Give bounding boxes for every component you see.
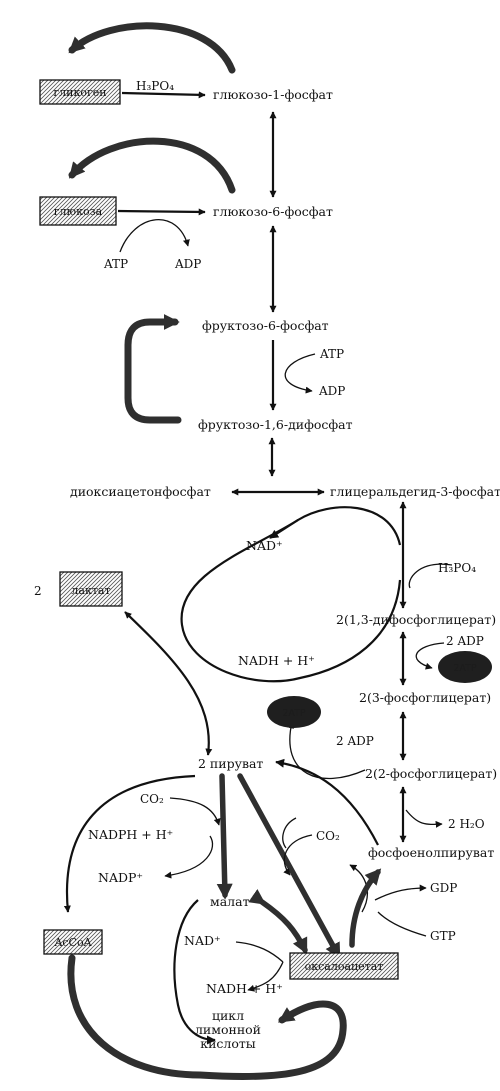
tca-cycle-line-2: лимонной — [195, 1022, 261, 1037]
glyceraldehyde-3-phosphate-label: глицеральдегид-3-фосфат — [330, 484, 500, 499]
pep-to-pyruvate-arrow — [275, 758, 379, 846]
mdh-nad-curve — [235, 941, 284, 963]
lactate-label: лактат — [71, 584, 110, 597]
gdp-label: GDP — [430, 881, 457, 895]
pk-adp-atp-arrow — [287, 721, 366, 780]
malic-nadph-nadp-arrow — [164, 835, 214, 879]
nadp-label: NADP⁺ — [98, 870, 143, 885]
acetylcoa-tca-loop-arrow — [67, 954, 347, 1081]
dihydroxyacetone-phosphate-label: диоксиацетонфосфат — [70, 484, 211, 499]
phosphoglycerate-2-label: 2(2-фосфоглицерат) — [365, 766, 497, 781]
glucose-node: глюкоза — [39, 196, 117, 226]
glucose-to-g6p-arrow — [117, 208, 206, 216]
enolase-water-arrow — [405, 809, 443, 828]
nad-lactate-label: NAD⁺ — [246, 538, 283, 553]
nad-loop-arrowhead — [269, 519, 299, 539]
glycogen-label: гликоген — [53, 86, 106, 99]
co2-malic-label: CO₂ — [140, 792, 164, 806]
adp-pfk-label: ADP — [318, 384, 345, 398]
glycogen-to-g1p-arrow — [121, 91, 206, 99]
malic-co2-arrow — [169, 797, 221, 826]
nadh-mdh-label: NADH + H⁺ — [206, 981, 283, 996]
mdh-nadh-arrow — [247, 961, 284, 992]
tca-cycle-line-3: кислоты — [200, 1036, 256, 1051]
acetylcoa-node: AcCoA — [43, 929, 103, 955]
malate-oxaloacetate-big-arrow — [248, 889, 308, 955]
g1p-to-glycogen-big-arrow — [68, 22, 236, 74]
phosphoenolpyruvate-label: фосфоенолпируват — [368, 845, 494, 860]
fructose-bisphosphatase-big-arrow — [124, 314, 182, 424]
oxaloacetate-box — [289, 952, 399, 980]
glucose-label: глюкоза — [54, 205, 103, 218]
glycogen-box — [39, 79, 121, 105]
pepck-gtp-arrow — [377, 911, 427, 937]
h3po4-top-label: H₃PO₄ — [136, 79, 174, 93]
malate-label: малат — [210, 894, 250, 909]
nadph-label: NADPH + H⁺ — [88, 827, 173, 842]
h3po4-gapdh-label: H₃PO₄ — [438, 561, 476, 575]
pepck-co2-curve — [282, 817, 297, 849]
atp-pgk-label: 2ATP — [453, 663, 477, 674]
tca-cycle-line-1: цикл — [212, 1008, 244, 1023]
nad-mdh-label: NAD⁺ — [184, 933, 221, 948]
atp-pk-label: 2ATP — [282, 708, 306, 719]
acetylcoa-label: AcCoA — [53, 936, 92, 949]
bisphosphoglycerate-label: 2(1,3-дифосфоглицерат) — [336, 612, 496, 627]
phosphoglycerate-3-label: 2(3-фосфоглицерат) — [359, 690, 491, 705]
glucose-box — [39, 196, 117, 226]
glucose-6-phosphate-label: глюкозо-6-фосфат — [213, 204, 333, 219]
lactate-node: лактат — [59, 571, 123, 607]
adp-hexokinase-label: ADP — [174, 257, 201, 271]
glucose-1-phosphate-label: глюкозо-1-фосфат — [213, 87, 333, 102]
atp-pfk-label: ATP — [319, 347, 344, 361]
pyruvate-to-oxaloacetate-big-arrow — [237, 773, 341, 960]
g6p-to-glucose-big-arrow — [68, 137, 236, 194]
lactate-coefficient-label: 2 — [34, 584, 42, 598]
gapdh-phosphate-arrow — [408, 563, 453, 589]
pyruvate-lactate-arrow — [124, 611, 213, 756]
oxaloacetate-to-pep-big-arrow — [349, 868, 382, 948]
glycogen-node: гликоген — [39, 79, 121, 105]
pepck-gdp-arrow — [374, 884, 427, 901]
pfk-atp-adp-arrow — [284, 353, 316, 394]
atp-pk-oval — [267, 696, 321, 728]
hexokinase-atp-adp-arrow — [119, 219, 190, 253]
pyruvate-label: 2 пируват — [198, 756, 263, 771]
fructose-1-6-bisphosphate-label: фруктозо-1,6-дифосфат — [198, 417, 353, 432]
pgk-adp-atp-arrow — [415, 642, 445, 670]
pyruvate-to-acetylcoa-arrow — [63, 774, 196, 913]
oxaloacetate-label: оксалоацетат — [305, 960, 384, 973]
pyruvate-to-malate-big-arrow — [216, 773, 233, 900]
nadh-lactate-label: NADH + H⁺ — [238, 653, 315, 668]
co2-pepck-label: CO₂ — [316, 829, 340, 843]
water-label: 2 H₂O — [448, 817, 485, 831]
adp-pgk-label: 2 ADP — [446, 634, 484, 648]
lactate-box — [59, 571, 123, 607]
adp-pk-label: 2 ADP — [336, 734, 374, 748]
malate-to-tca-arrow — [173, 899, 216, 1045]
pepck-co2-in-arrow — [283, 834, 313, 876]
fructose-6-phosphate-label: фруктозо-6-фосфат — [202, 318, 329, 333]
oxaloacetate-node: оксалоацетат — [289, 952, 399, 980]
atp-pgk-oval — [438, 651, 492, 683]
atp-hexokinase-label: ATP — [103, 257, 128, 271]
acetylcoa-box — [43, 929, 103, 955]
gtp-label: GTP — [430, 929, 456, 943]
